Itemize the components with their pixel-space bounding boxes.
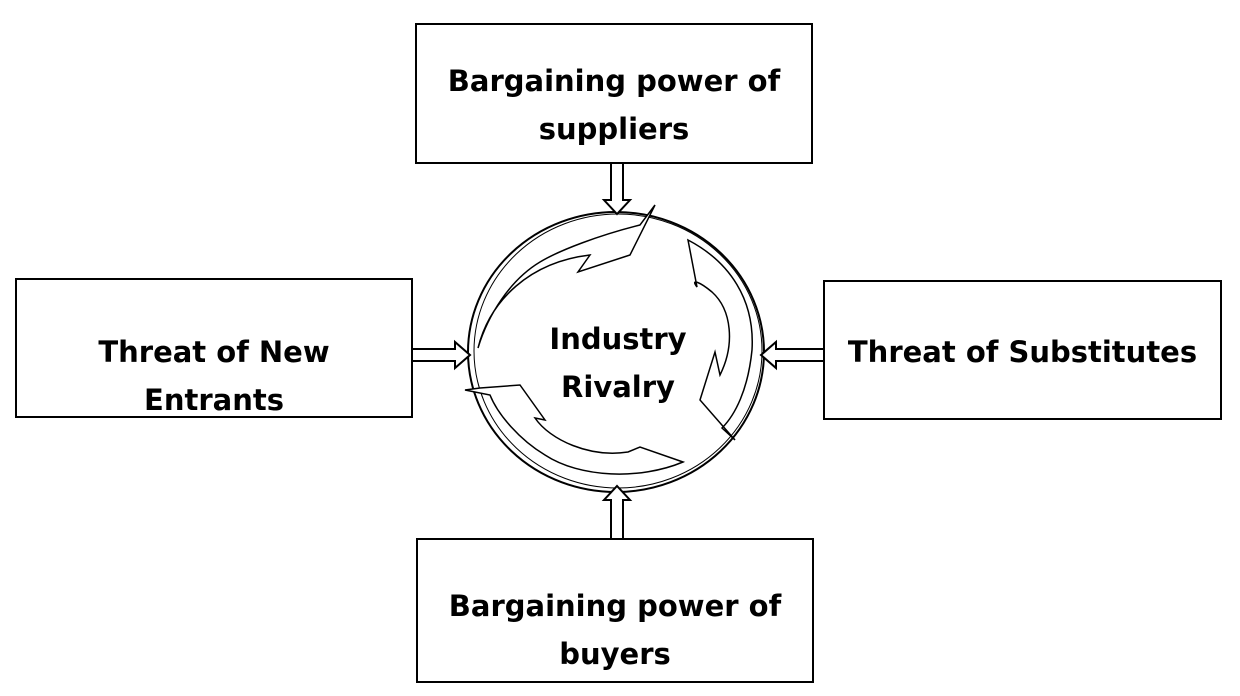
arrow-suppliers-to-rivalry xyxy=(601,164,633,216)
new-entrants-label-line1: Threat of New xyxy=(98,335,330,369)
new-entrants-label: Threat of New Entrants xyxy=(17,328,411,417)
cycle-arrow-bottom xyxy=(464,384,686,475)
buyers-label-line1: Bargaining power of xyxy=(448,589,782,623)
box-threat-substitutes: Threat of Substitutes xyxy=(823,280,1222,420)
suppliers-label: Bargaining power of suppliers xyxy=(417,57,811,153)
box-bargaining-power-buyers: Bargaining power of buyers xyxy=(416,538,814,683)
new-entrants-label-line2: Entrants xyxy=(144,383,284,417)
rivalry-label-line2: Rivalry xyxy=(561,370,675,404)
box-threat-new-entrants: Threat of New Entrants xyxy=(15,278,413,418)
box-bargaining-power-suppliers: Bargaining power of suppliers xyxy=(415,23,813,164)
suppliers-label-line1: Bargaining power of xyxy=(447,64,781,98)
substitutes-label-line1: Threat of Substitutes xyxy=(847,335,1198,369)
arrow-new-entrants-to-rivalry xyxy=(413,339,472,371)
suppliers-label-line2: suppliers xyxy=(538,112,690,146)
industry-rivalry-label: Industry Rivalry xyxy=(518,315,718,411)
arrow-substitutes-to-rivalry xyxy=(759,339,823,371)
substitutes-label: Threat of Substitutes xyxy=(825,328,1220,376)
cycle-arrow-top xyxy=(477,204,656,349)
rivalry-label-line1: Industry xyxy=(549,322,687,356)
cycle-arrow-right xyxy=(686,238,753,441)
arrow-buyers-to-rivalry xyxy=(601,484,633,538)
buyers-label-line2: buyers xyxy=(559,637,671,671)
buyers-label: Bargaining power of buyers xyxy=(418,582,812,678)
